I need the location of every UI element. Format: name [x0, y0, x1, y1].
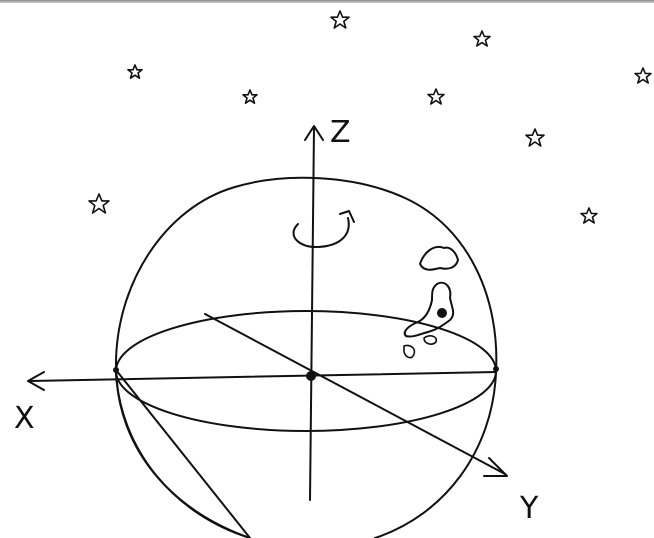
equator-ellipse [116, 311, 496, 431]
star-icon [581, 208, 597, 223]
star-icon [331, 11, 349, 28]
star-icon [128, 65, 142, 78]
equator-left-dot [113, 367, 119, 373]
x-axis [28, 372, 496, 390]
z-axis [305, 126, 323, 500]
z-axis-label: Z [330, 115, 351, 150]
x-axis-label: X [14, 401, 35, 436]
star-icon [428, 89, 444, 104]
star-icon [526, 129, 544, 146]
japan-islands-icon [404, 247, 458, 358]
star-icon [635, 68, 651, 83]
star-icon [474, 31, 490, 46]
sphere-outline [116, 178, 496, 538]
y-axis-label: Y [519, 491, 539, 526]
rotation-arrow-icon [294, 211, 354, 247]
y-axis [205, 314, 507, 476]
star-icon [243, 90, 257, 103]
equator-right-dot [493, 366, 499, 372]
sphere-center-dot [306, 371, 316, 381]
star-icon [89, 194, 109, 213]
star-field [89, 11, 651, 223]
